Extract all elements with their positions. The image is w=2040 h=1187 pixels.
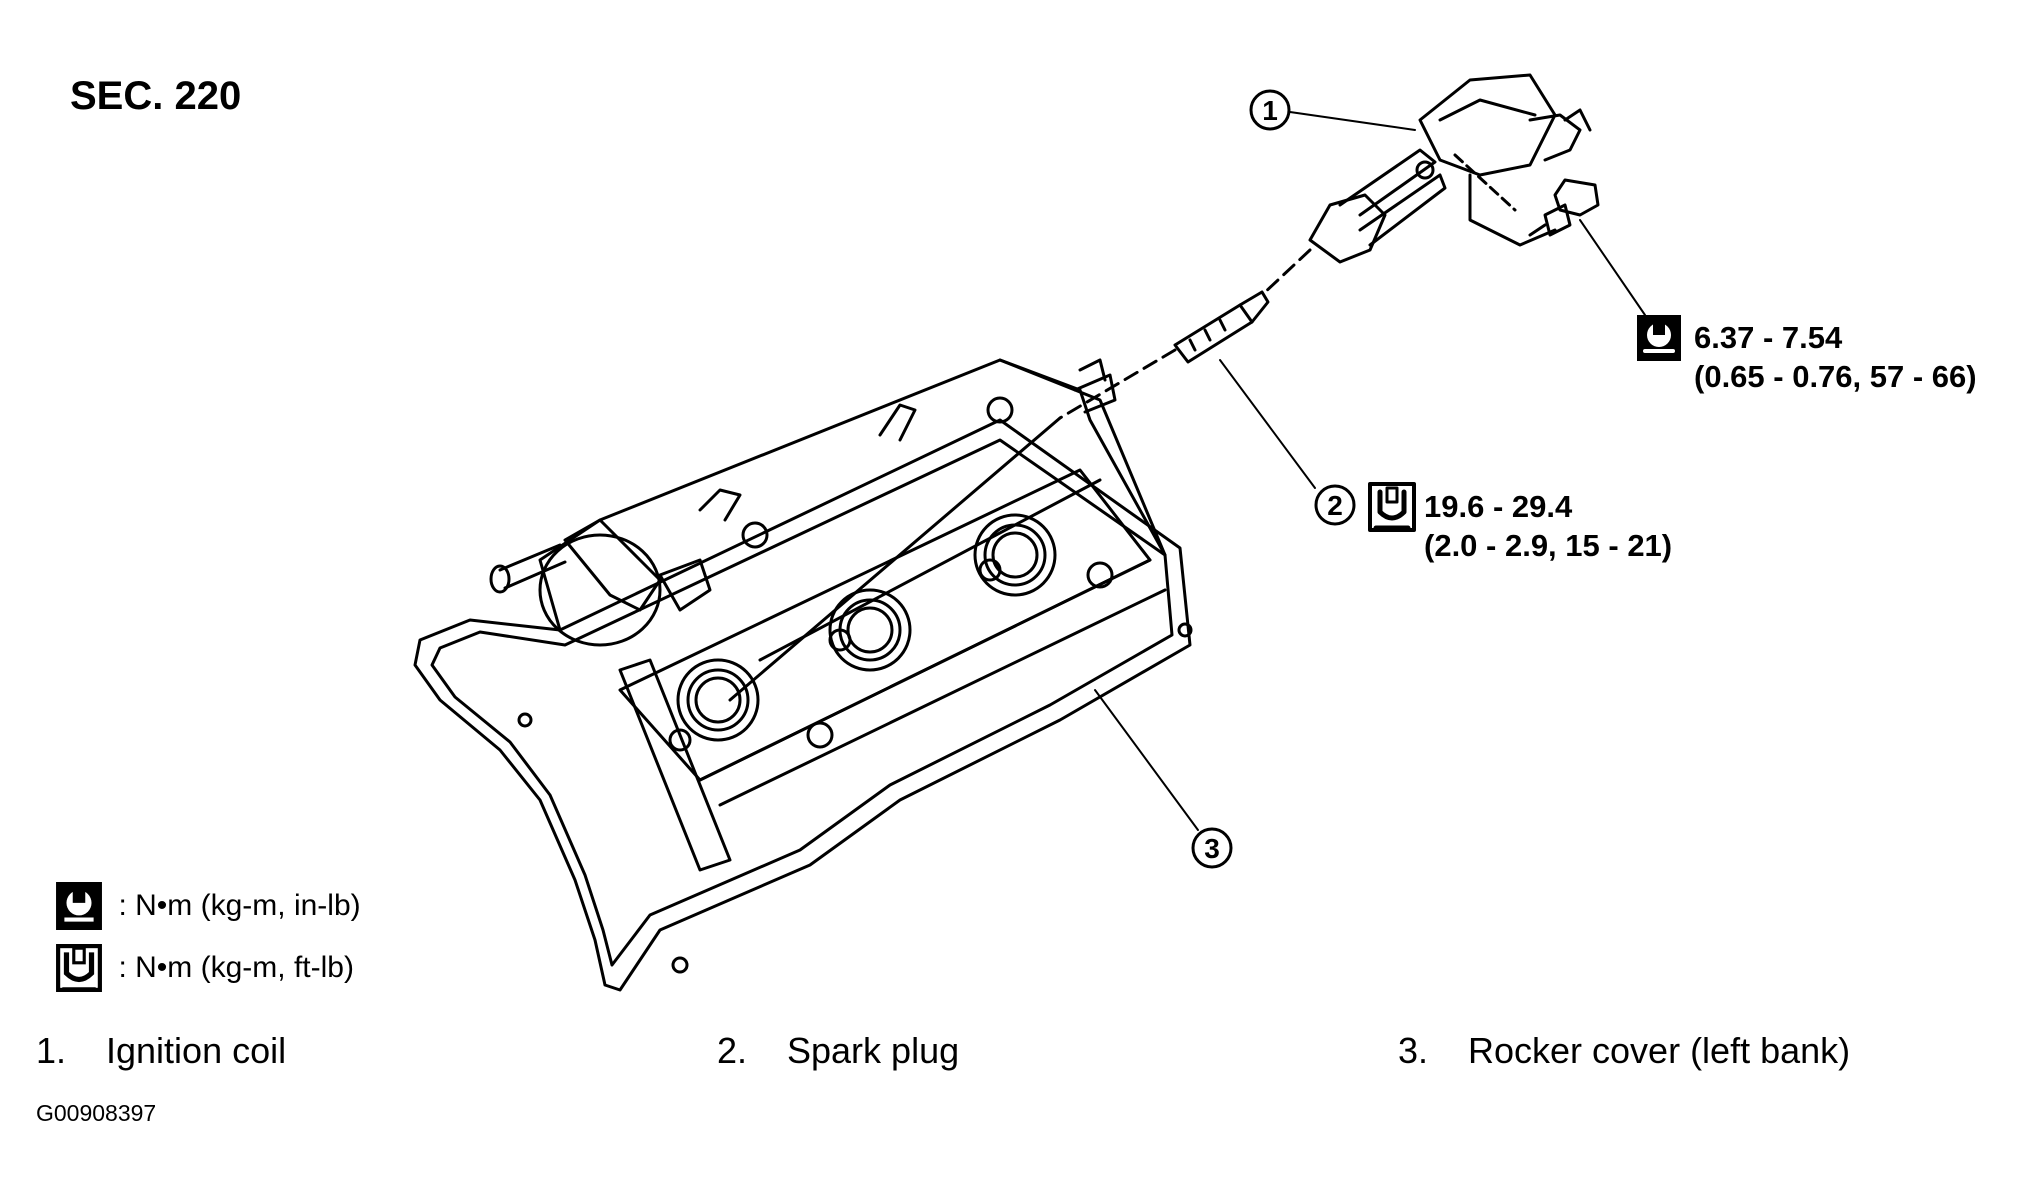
leader-line-bolt [1579, 219, 1646, 316]
spark-plug [1173, 290, 1270, 364]
caption-label: Spark plug [787, 1030, 960, 1071]
callout-2: 2 [1314, 484, 1356, 526]
caption-spark-plug: 2. Spark plug [717, 1030, 959, 1072]
torque-wrench-icon-in-lb [56, 882, 102, 930]
coil-bolt [1528, 178, 1600, 237]
bolt-torque-nm: 6.37 - 7.54 [1694, 320, 1843, 355]
assembly-axis-line [1260, 248, 1312, 297]
bolt-axis-line [1453, 153, 1517, 212]
spark-plug-torque-nm: 19.6 - 29.4 [1424, 489, 1573, 524]
caption-number: 1. [36, 1030, 67, 1071]
callout-3: 3 [1191, 827, 1233, 869]
callout-3-number: 3 [1204, 833, 1220, 864]
caption-number: 3. [1398, 1030, 1429, 1071]
rocker-cover [413, 358, 1193, 992]
torque-wrench-icon-ft-lb [56, 944, 102, 992]
bolt-torque-alt-units: (0.65 - 0.76, 57 - 66) [1694, 359, 1977, 394]
leader-line-3 [1094, 689, 1199, 831]
caption-label: Rocker cover (left bank) [1468, 1030, 1851, 1071]
spark-plug-torque-spec: 19.6 - 29.4 (2.0 - 2.9, 15 - 21) [1424, 487, 1672, 565]
legend-text-ft-lb: : N•m (kg-m, ft-lb) [118, 951, 354, 984]
caption-number: 2. [717, 1030, 748, 1071]
legend-row-ft-lb: : N•m (kg-m, ft-lb) [56, 944, 354, 992]
legend-text-in-lb: : N•m (kg-m, in-lb) [118, 889, 361, 922]
ignition-coil [1308, 73, 1592, 264]
callout-1-number: 1 [1262, 95, 1278, 126]
callout-2-number: 2 [1327, 490, 1343, 521]
caption-rocker-cover: 3. Rocker cover (left bank) [1398, 1030, 1850, 1072]
caption-ignition-coil: 1. Ignition coil [36, 1030, 286, 1072]
leader-line-1 [1289, 111, 1416, 131]
torque-wrench-icon-in-lb [1637, 315, 1681, 361]
legend-row-in-lb: : N•m (kg-m, in-lb) [56, 882, 361, 930]
section-label: SEC. 220 [70, 74, 242, 118]
assembly-axis-line-2 [1058, 348, 1177, 420]
assembly-axis-line-3 [728, 416, 1062, 702]
spark-plug-torque-alt-units: (2.0 - 2.9, 15 - 21) [1424, 528, 1673, 563]
torque-wrench-icon-ft-lb [1368, 482, 1416, 532]
bolt-torque-spec: 6.37 - 7.54 (0.65 - 0.76, 57 - 66) [1694, 318, 1977, 396]
figure-id: G00908397 [36, 1100, 157, 1126]
leader-line-2 [1219, 359, 1316, 489]
callout-1: 1 [1249, 89, 1291, 131]
caption-label: Ignition coil [106, 1030, 287, 1071]
